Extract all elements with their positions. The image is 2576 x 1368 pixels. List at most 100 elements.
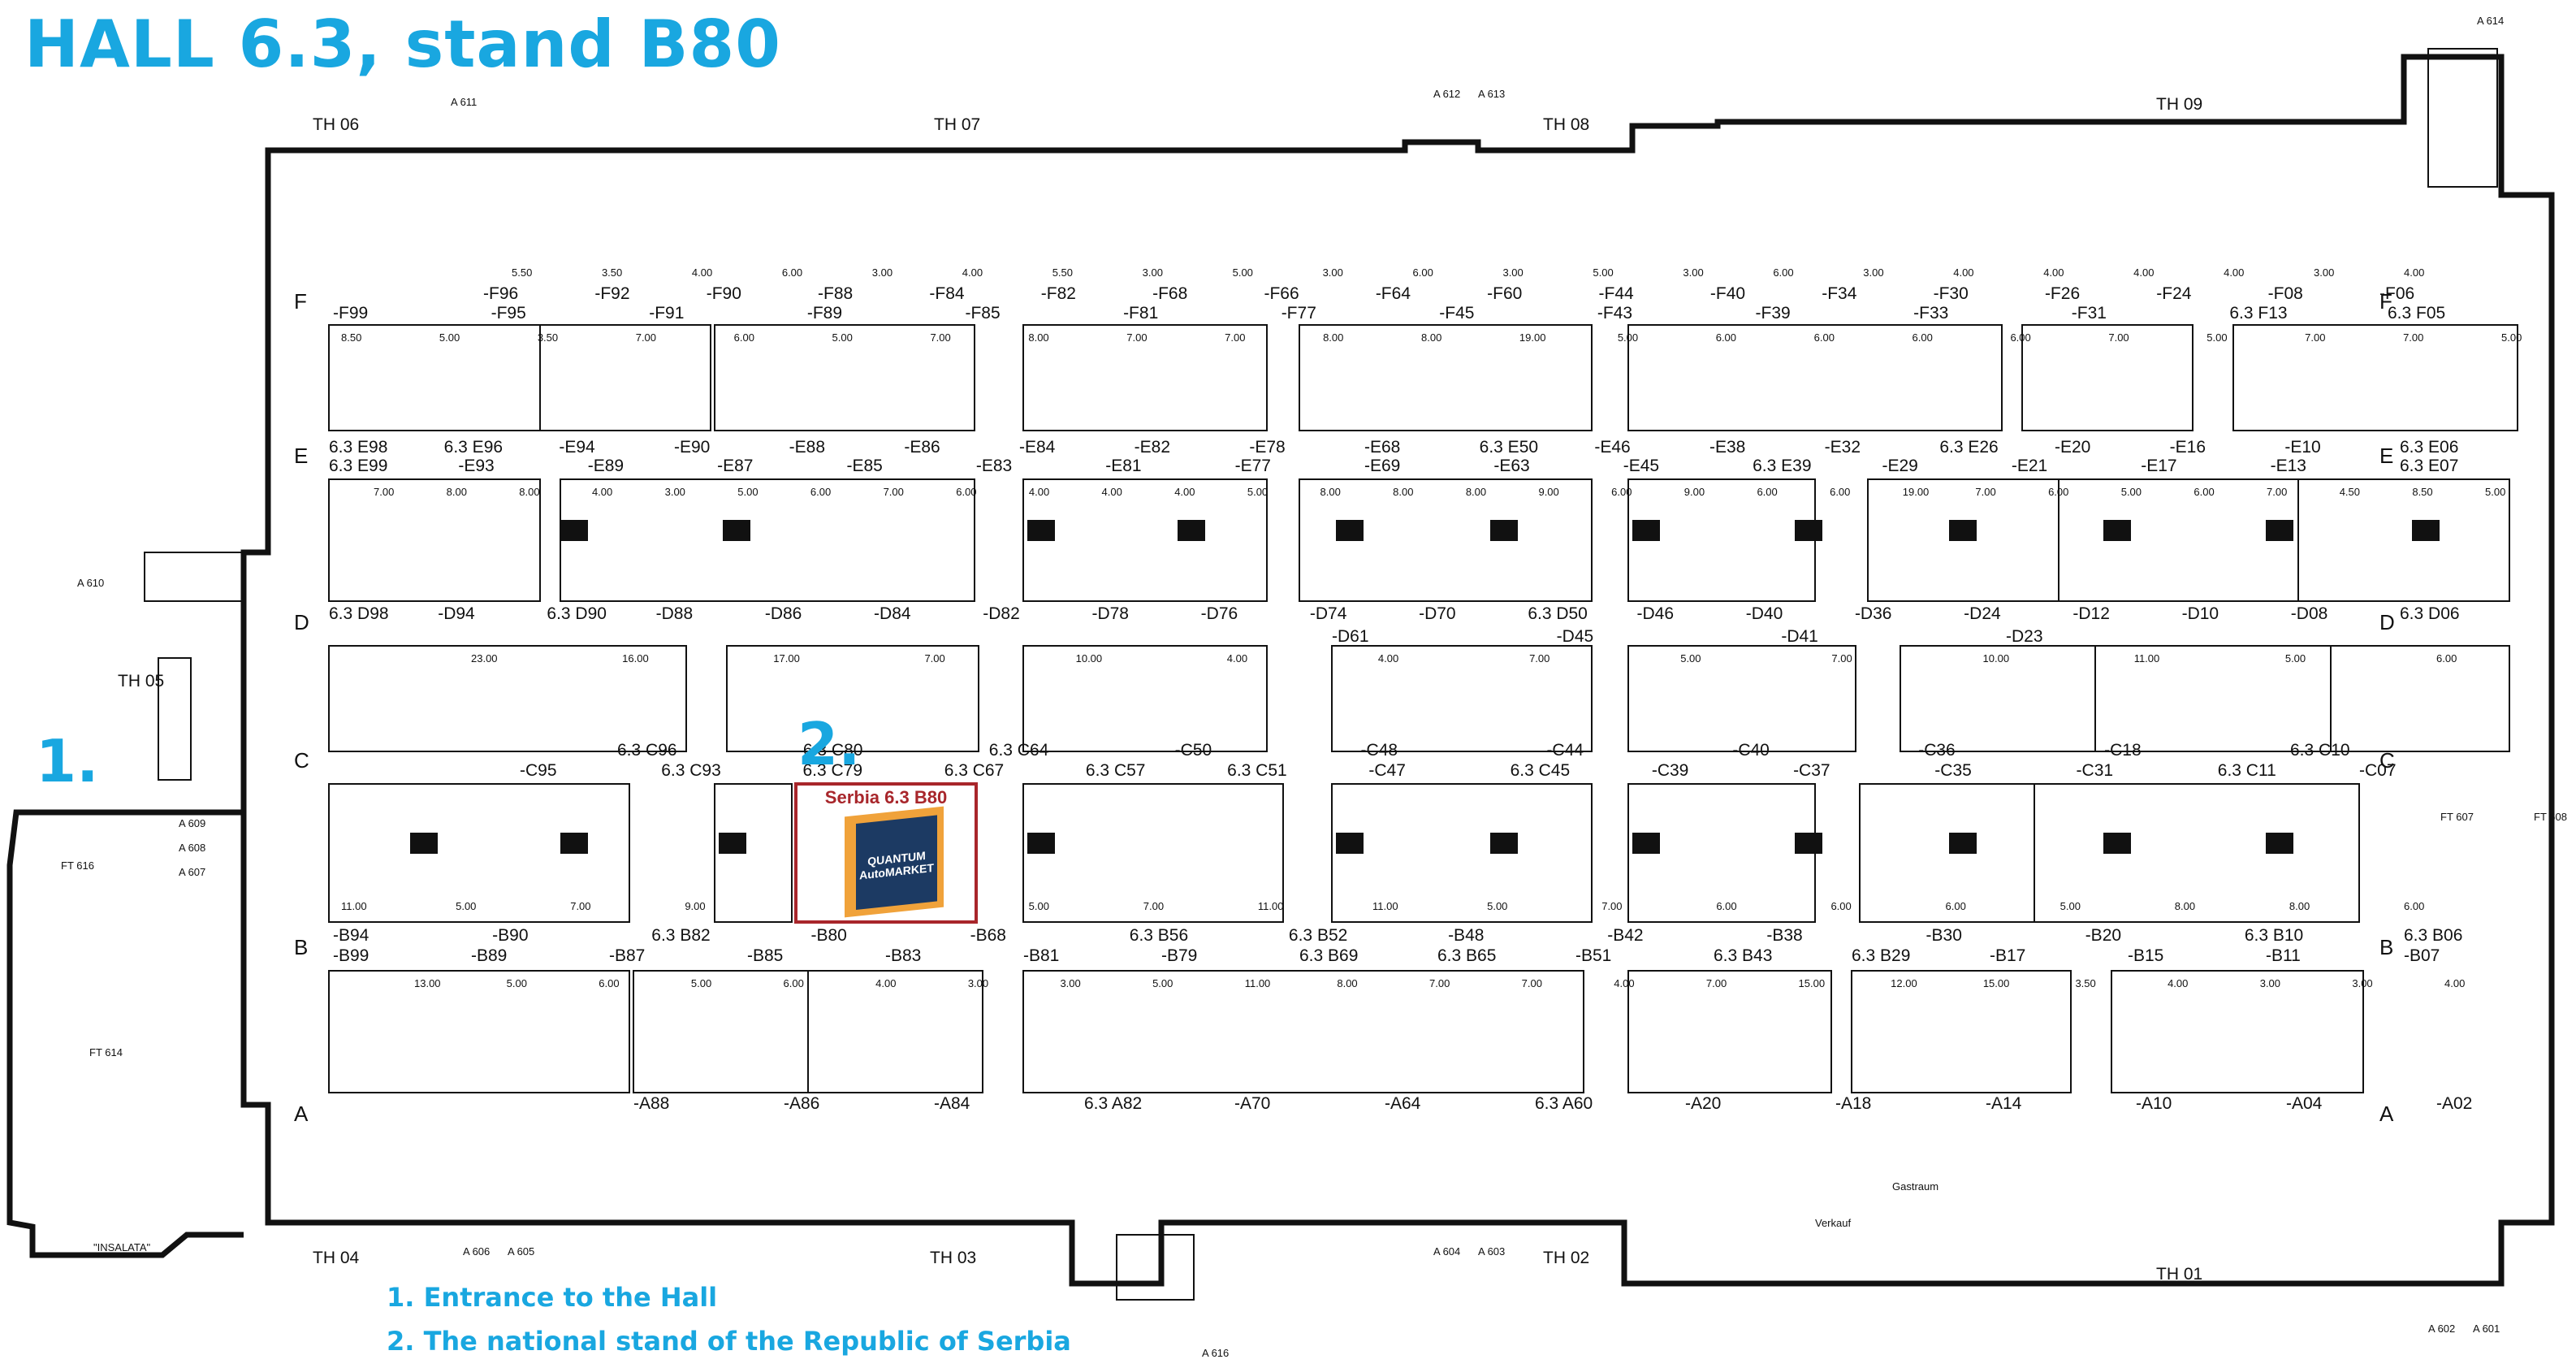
dimension: 6.00: [1946, 900, 1966, 912]
stand-label-a: -A84: [934, 1094, 970, 1113]
dimension: 3.00: [1323, 266, 1343, 279]
stand-label-e: -E81: [1105, 457, 1141, 475]
dimension: 4.00: [1102, 486, 1122, 498]
pillar: [1490, 520, 1518, 541]
stand-block: [1627, 970, 1832, 1093]
outer-wall: [240, 54, 2555, 1287]
dimension: 6.00: [1716, 331, 1736, 344]
stand-label-d: -D61: [1332, 627, 1369, 646]
stand-label-e: -E90: [674, 438, 710, 457]
dimension: 6.00: [599, 977, 619, 989]
stair-block: [144, 552, 243, 602]
stand-label-e: -E16: [2170, 438, 2206, 457]
stand-label-c: -C39: [1652, 761, 1689, 780]
dimension: 4.00: [2168, 977, 2188, 989]
stand-label-c: -C31: [2077, 761, 2114, 780]
dimension: 17.00: [773, 652, 800, 665]
stand-label-c: 6.3 C79: [802, 761, 862, 780]
stand-label-f: -F31: [2072, 304, 2107, 323]
stand-label-a: -A70: [1234, 1094, 1270, 1113]
pillar: [2103, 520, 2131, 541]
door-label: A 609: [179, 817, 205, 829]
stand-block: [560, 478, 975, 602]
pillar: [560, 520, 588, 541]
stand-block: [328, 645, 687, 752]
dimension: 7.00: [884, 486, 904, 498]
stand-label-c: -C44: [1546, 741, 1584, 760]
stand-label-c: -C37: [1793, 761, 1830, 780]
pillar: [723, 520, 750, 541]
door-label: A 601: [2473, 1323, 2500, 1335]
dimension: 11.00: [2134, 652, 2160, 665]
stand-block: [1022, 970, 1584, 1093]
stand-label-e: 6.3 E39: [1753, 457, 1811, 475]
pillar: [2412, 520, 2440, 541]
dimension: 6.00: [956, 486, 976, 498]
stand-label-e: -E84: [1019, 438, 1056, 457]
stand-label-f: -F99: [333, 304, 368, 323]
door-label: "INSALATA": [93, 1241, 151, 1253]
dimension: 19.00: [1519, 331, 1546, 344]
stand-label-c: 6.3 C11: [2218, 761, 2276, 780]
stand-label-f: -F33: [1913, 304, 1948, 323]
dimension: 5.50: [512, 266, 532, 279]
stand-block: [2094, 645, 2332, 752]
stand-block: [633, 970, 809, 1093]
dimension: 8.00: [1466, 486, 1486, 498]
stand-label-a: -A18: [1835, 1094, 1871, 1113]
stand-label-e: 6.3 E99: [329, 457, 387, 475]
stand-label-c: 6.3 C51: [1227, 761, 1287, 780]
stand-label-a: -A04: [2286, 1094, 2323, 1113]
dimension: 6.00: [2404, 900, 2424, 912]
row-letter-right: C: [2379, 748, 2395, 773]
dimension: 6.00: [1611, 486, 1632, 498]
dimension: 3.00: [2314, 266, 2334, 279]
dimension: 4.00: [2224, 266, 2244, 279]
row-letter-right: B: [2379, 935, 2393, 959]
row-letter-right: D: [2379, 610, 2395, 634]
stand-label-d: -D45: [1557, 627, 1594, 646]
stand-label-b: -B81: [1023, 946, 1059, 965]
stand-label-b: -B30: [1926, 926, 1962, 945]
dimension: 3.50: [2075, 977, 2095, 989]
stand-label-f: -F89: [807, 304, 842, 323]
stand-label-c: -C40: [1732, 741, 1770, 760]
dimension: 7.00: [1143, 900, 1164, 912]
dimension: 4.00: [2444, 977, 2465, 989]
dimension: 7.00: [2305, 331, 2325, 344]
serbia-stand-label: Serbia 6.3 B80: [824, 787, 948, 807]
stand-block: [1022, 783, 1284, 923]
pillar: [1178, 520, 1205, 541]
stand-label-f: -F66: [1264, 284, 1299, 303]
stand-label-d: -D46: [1637, 604, 1675, 623]
dimension: 6.00: [2193, 486, 2214, 498]
door-label: A 603: [1478, 1245, 1505, 1258]
stand-label-f: -F96: [483, 284, 518, 303]
stand-block: [1022, 324, 1268, 431]
door-label: A 604: [1433, 1245, 1460, 1258]
dimension: 5.00: [1618, 331, 1638, 344]
stand-label-d: 6.3 D50: [1528, 604, 1588, 623]
dimension: 6.00: [1413, 266, 1433, 279]
pillar: [1795, 520, 1822, 541]
dimension: 4.00: [692, 266, 712, 279]
stair-block-2: [158, 657, 192, 781]
stand-label-e: -E85: [847, 457, 883, 475]
dimension: 5.00: [1680, 652, 1701, 665]
dimension: 4.50: [2340, 486, 2360, 498]
zone-label: TH 05: [118, 672, 164, 690]
dimension: 7.00: [1225, 331, 1245, 344]
dimension: 3.00: [1863, 266, 1883, 279]
stand-label-a: 6.3 A82: [1084, 1094, 1142, 1113]
dimension: 7.00: [2108, 331, 2129, 344]
stand-label-b: -B79: [1161, 946, 1197, 965]
door-label: A 616: [1202, 1347, 1229, 1359]
stand-label-d: -D78: [1091, 604, 1129, 623]
dimension: 7.00: [930, 331, 950, 344]
dimension: 5.00: [691, 977, 711, 989]
stand-label-f: -F30: [1934, 284, 1969, 303]
stand-label-d: -D40: [1746, 604, 1783, 623]
stand-label-c: -C48: [1361, 741, 1398, 760]
